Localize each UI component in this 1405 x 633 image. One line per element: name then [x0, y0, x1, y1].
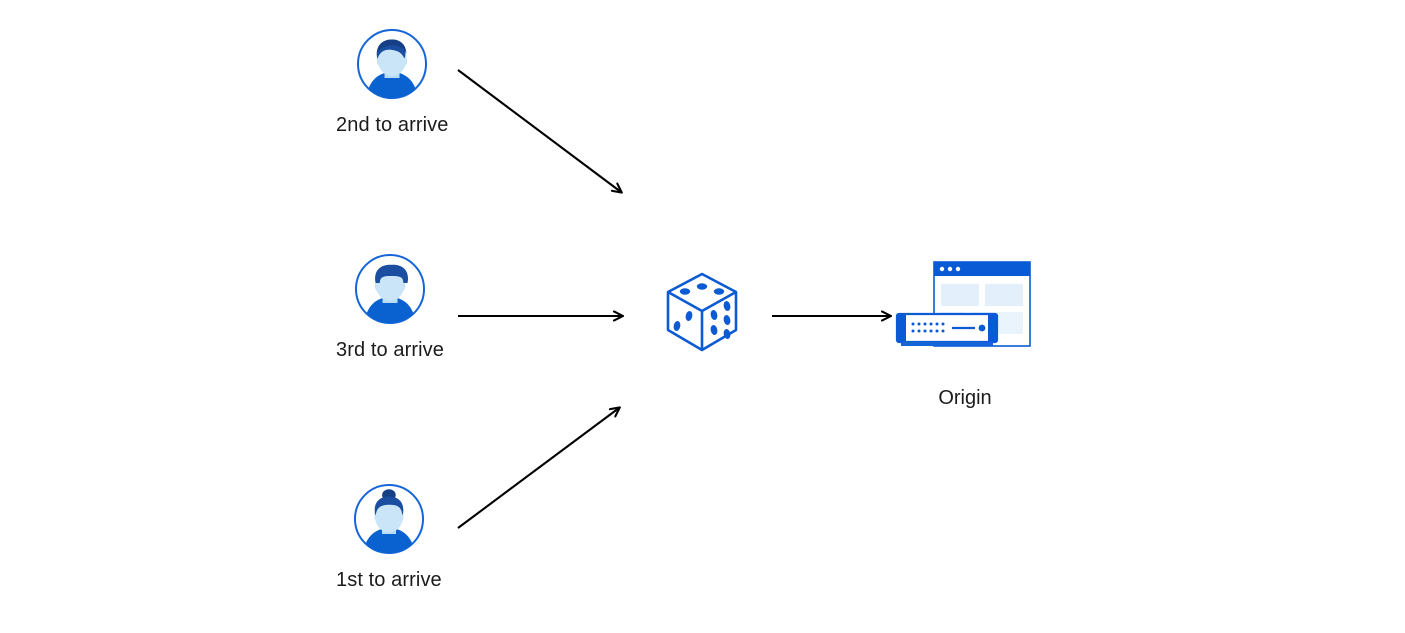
client-label-top: 2nd to arrive — [336, 114, 449, 136]
client-node-bottom[interactable]: 1st to arrive — [336, 483, 442, 592]
user-avatar-icon — [355, 254, 425, 324]
server-router-icon — [895, 312, 999, 346]
client-label-middle: 3rd to arrive — [336, 339, 445, 361]
dice-icon — [666, 272, 738, 352]
origin-node[interactable]: Origin — [889, 252, 1041, 410]
user-avatar-icon — [353, 484, 424, 554]
client-label-bottom: 1st to arrive — [336, 569, 442, 591]
origin-label: Origin — [938, 387, 992, 409]
arrow-client-top-to-dice — [457, 69, 621, 192]
user-avatar-icon — [357, 29, 428, 99]
client-node-middle[interactable]: 3rd to arrive — [336, 253, 444, 362]
client-node-top[interactable]: 2nd to arrive — [336, 28, 448, 137]
origin-graphic — [889, 252, 1041, 362]
load-balancer-node[interactable] — [658, 268, 746, 356]
arrow-client-bottom-to-dice — [457, 408, 619, 529]
